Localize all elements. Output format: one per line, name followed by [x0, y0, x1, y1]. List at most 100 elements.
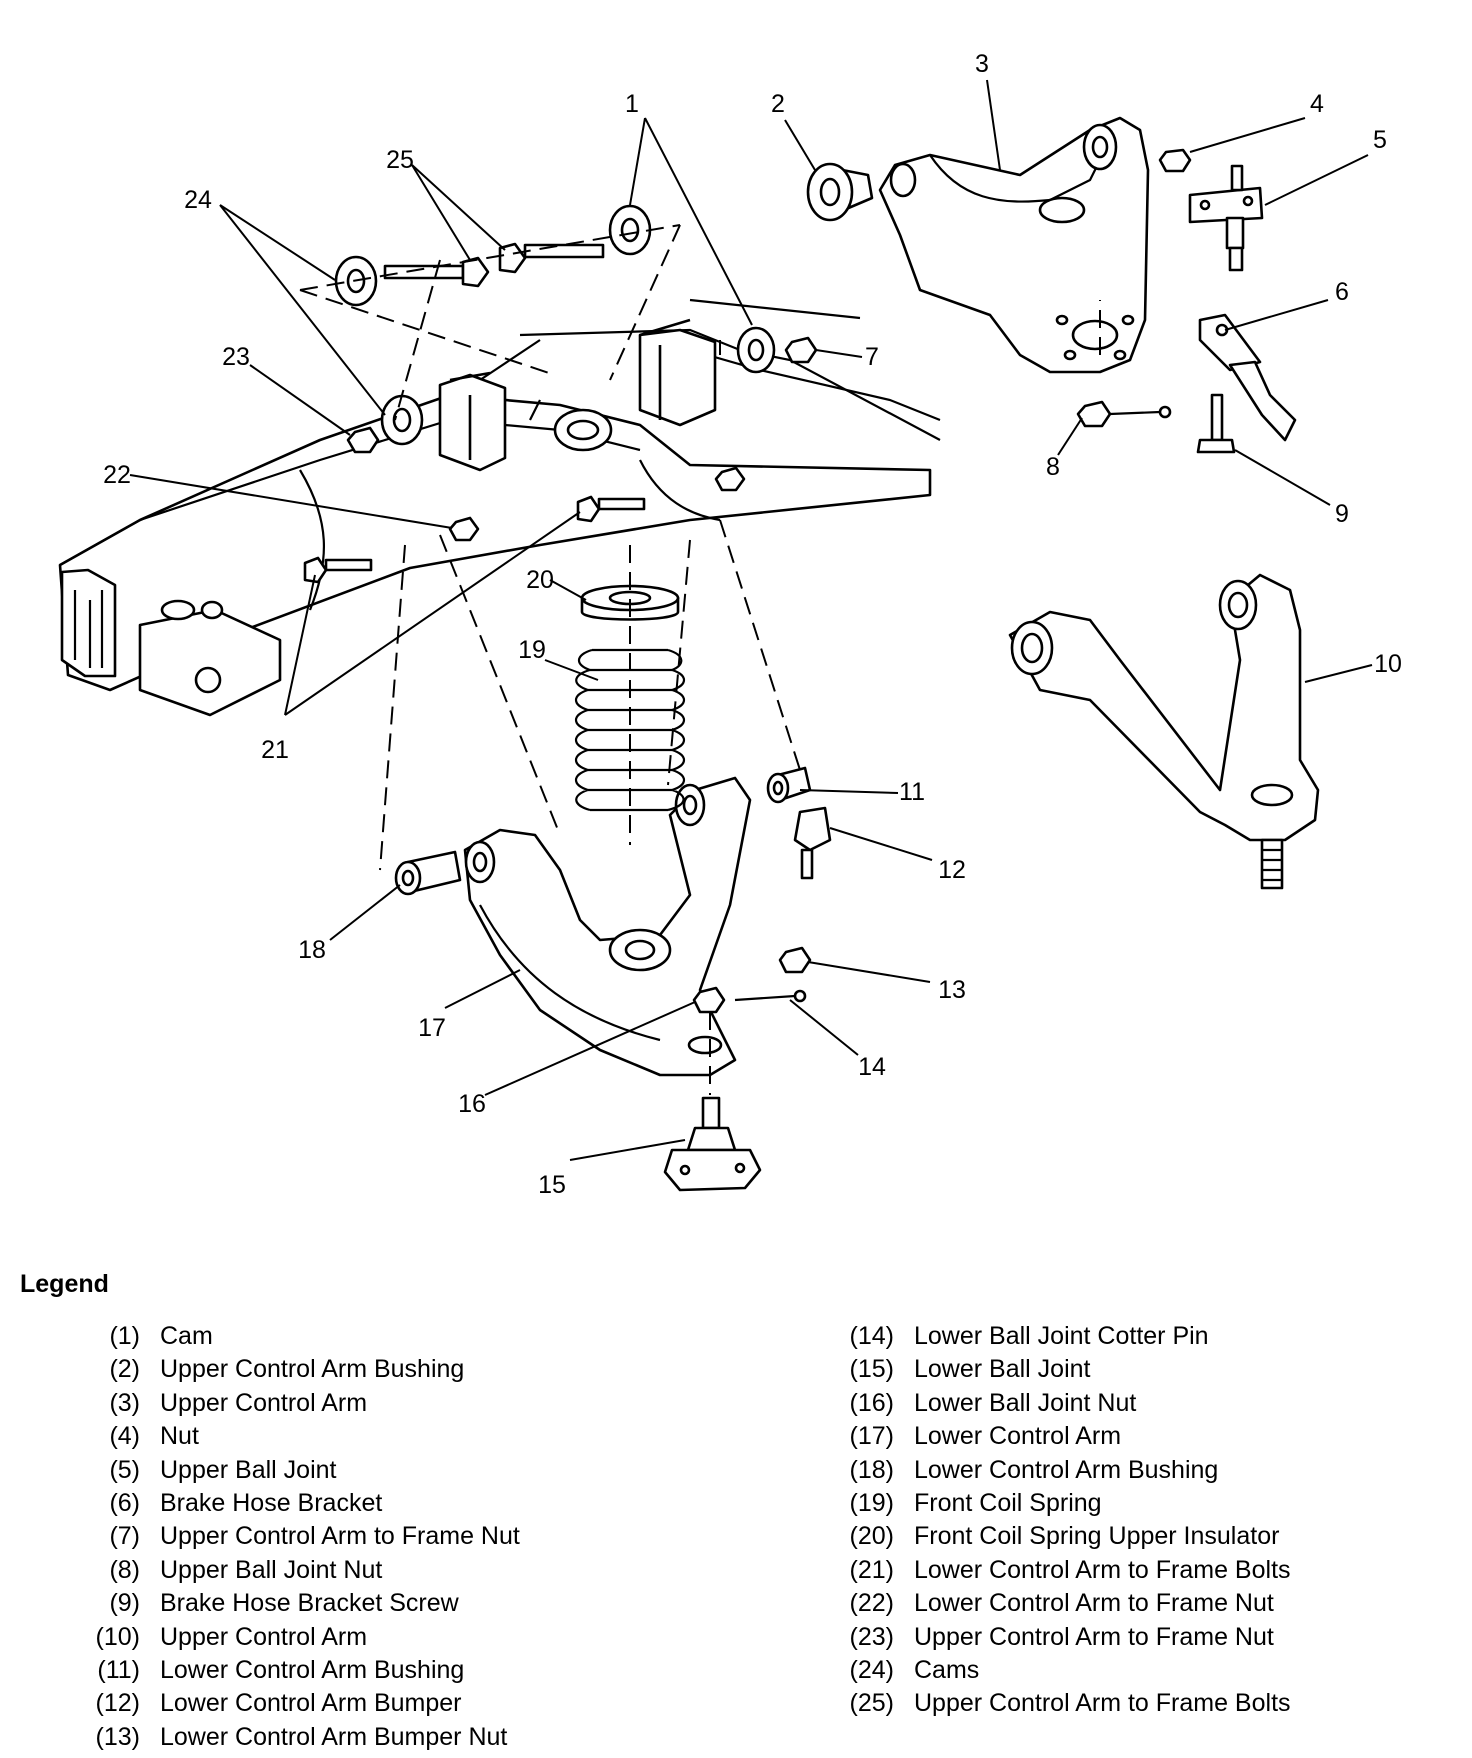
callout-13: 13 — [938, 976, 966, 1004]
legend-item: (22)Lower Control Arm to Frame Nut — [822, 1587, 1291, 1620]
legend-item-number: (12) — [95, 1689, 140, 1718]
legend-item-label: Front Coil Spring — [914, 1488, 1102, 1517]
legend-item-number: (4) — [109, 1422, 140, 1451]
legend-item-number: (13) — [95, 1722, 140, 1751]
callout-18: 18 — [298, 936, 326, 964]
legend-item: (11) Lower Control Arm Bushing — [68, 1654, 520, 1687]
legend-item: (24)Cams — [822, 1654, 1291, 1687]
legend-item: (21)Lower Control Arm to Frame Bolts — [822, 1554, 1291, 1587]
lower-control-arm-bumper-12 — [793, 806, 832, 880]
legend-item-number: (21) — [849, 1555, 894, 1584]
legend-item-number: (3) — [109, 1388, 140, 1417]
nut-frame-right — [714, 466, 746, 492]
legend-item: (7) Upper Control Arm to Frame Nut — [68, 1520, 520, 1553]
leader-lines — [129, 79, 1373, 1161]
legend-item-number: (6) — [109, 1488, 140, 1517]
callout-8: 8 — [1046, 453, 1060, 481]
callout-1: 1 — [625, 90, 639, 118]
legend-item-number: (11) — [97, 1655, 140, 1684]
legend-item-number: (14) — [849, 1322, 894, 1350]
callout-labels: 1 2 3 4 5 6 7 8 9 10 11 12 13 14 15 16 1… — [103, 50, 1402, 1199]
lower-ball-joint-15 — [663, 1096, 762, 1192]
upper-control-arm-10 — [1008, 573, 1320, 890]
callout-12: 12 — [938, 856, 966, 884]
callout-22: 22 — [103, 461, 131, 489]
lower-control-arm-17 — [463, 776, 752, 1077]
legend-item-label: Nut — [160, 1422, 199, 1451]
lower-control-arm-bumper-nut-13 — [778, 946, 812, 974]
legend-item: (19) Front Coil Spring — [822, 1487, 1291, 1520]
legend-item-number: (9) — [109, 1589, 140, 1618]
cam-1-lower — [736, 326, 776, 374]
callout-2: 2 — [771, 90, 785, 118]
callout-15: 15 — [538, 1171, 566, 1199]
legend-item-number: (20) — [849, 1522, 894, 1551]
bolt-21-right — [576, 495, 646, 523]
brake-hose-bracket-6 — [1198, 313, 1297, 442]
callout-19: 19 — [518, 636, 546, 664]
legend-item-label: Cam — [160, 1322, 213, 1350]
suspension-exploded-diagram: 1 2 3 4 5 6 7 8 9 10 11 12 13 14 15 16 1… — [58, 50, 1402, 1199]
lower-control-arm-bushing-11 — [766, 766, 812, 804]
legend-item: (16)Lower Ball Joint Nut — [822, 1387, 1291, 1420]
callout-21: 21 — [261, 736, 289, 764]
legend-item: (4) Nut — [68, 1420, 520, 1453]
legend-item: (6) Brake Hose Bracket — [68, 1487, 520, 1520]
legend-item: (12)Lower Control Arm Bumper — [68, 1687, 520, 1720]
callout-17: 17 — [418, 1014, 446, 1042]
bolt-25-left — [383, 256, 490, 288]
lower-control-arm-bushing-18 — [394, 850, 462, 896]
legend-item: (17)Lower Control Arm — [822, 1420, 1291, 1453]
legend-item-number: (22) — [849, 1589, 894, 1618]
legend-item-label: Front Coil Spring Upper Insulator — [914, 1522, 1280, 1551]
legend-item: (25)Upper Control Arm to Frame Bolts — [822, 1687, 1291, 1720]
legend-item: (1)Cam — [68, 1320, 520, 1353]
legend-item-label: Lower Ball Joint Nut — [914, 1388, 1137, 1417]
legend-item-number: (19) — [849, 1488, 894, 1517]
bolt-21-left — [303, 556, 373, 584]
legend-item: (8)Upper Ball Joint Nut — [68, 1554, 520, 1587]
nut-4 — [1158, 148, 1192, 173]
legend-item-number: (7) — [109, 1522, 140, 1551]
legend-item-number: (2) — [109, 1355, 140, 1384]
legend-item: (18)Lower Control Arm Bushing — [822, 1454, 1291, 1487]
legend-item-label: Upper Control Arm to Frame Nut — [160, 1522, 520, 1551]
callout-23: 23 — [222, 343, 250, 371]
legend-column-right: (14) Lower Ball Joint Cotter Pin (15) Lowe… — [822, 1320, 1291, 1721]
legend-title: Legend — [20, 1270, 109, 1298]
assembly-dash-lines — [299, 224, 1101, 1095]
legend-item-number: (5) — [109, 1455, 140, 1484]
legend-item-label: Upper Control Arm — [160, 1622, 368, 1651]
frame-brackets — [438, 318, 717, 472]
legend-item-label: Lower Control Arm Bushing — [914, 1455, 1219, 1484]
legend-item-label: Brake Hose Bracket — [160, 1488, 383, 1517]
callout-25: 25 — [386, 146, 414, 174]
front-coil-spring-19 — [574, 648, 686, 812]
legend-item-number: (15) — [849, 1355, 894, 1384]
lower-ball-joint-cotter-pin-14 — [734, 989, 807, 1003]
legend-item-label: Lower Control Arm Bumper Nut — [160, 1722, 508, 1751]
legend-item-label: Lower Ball Joint Cotter Pin — [914, 1322, 1209, 1350]
legend-item: (9) Brake Hose Bracket Screw — [68, 1587, 520, 1620]
brake-hose-bracket-screw-9 — [1196, 393, 1236, 454]
legend-item: (5)Upper Ball Joint — [68, 1454, 520, 1487]
lower-ball-joint-nut-16 — [692, 986, 726, 1014]
callout-7: 7 — [865, 343, 879, 371]
upper-ball-joint-nut-8 — [1076, 400, 1172, 428]
legend-item-label: Upper Control Arm to Frame Nut — [914, 1622, 1274, 1651]
legend-item: (3) Upper Control Arm — [68, 1387, 520, 1420]
legend-item-number: (17) — [849, 1422, 894, 1451]
legend-item-label: Lower Control Arm Bushing — [160, 1655, 465, 1684]
legend-item-label: Brake Hose Bracket Screw — [160, 1589, 459, 1618]
legend-item-label: Lower Ball Joint — [914, 1355, 1091, 1384]
legend-item-number: (10) — [95, 1622, 140, 1651]
callout-5: 5 — [1373, 126, 1387, 154]
bolt-25-right — [498, 242, 605, 274]
legend-item-label: Upper Control Arm Bushing — [160, 1355, 465, 1384]
callout-11: 11 — [899, 778, 925, 806]
legend-item-number: (23) — [849, 1622, 894, 1651]
legend-item-label: Upper Control Arm — [160, 1388, 368, 1417]
callout-24: 24 — [184, 186, 212, 214]
legend-item: (10) Upper Control Arm — [68, 1621, 520, 1654]
legend-item: (23) Upper Control Arm to Frame Nut — [822, 1621, 1291, 1654]
